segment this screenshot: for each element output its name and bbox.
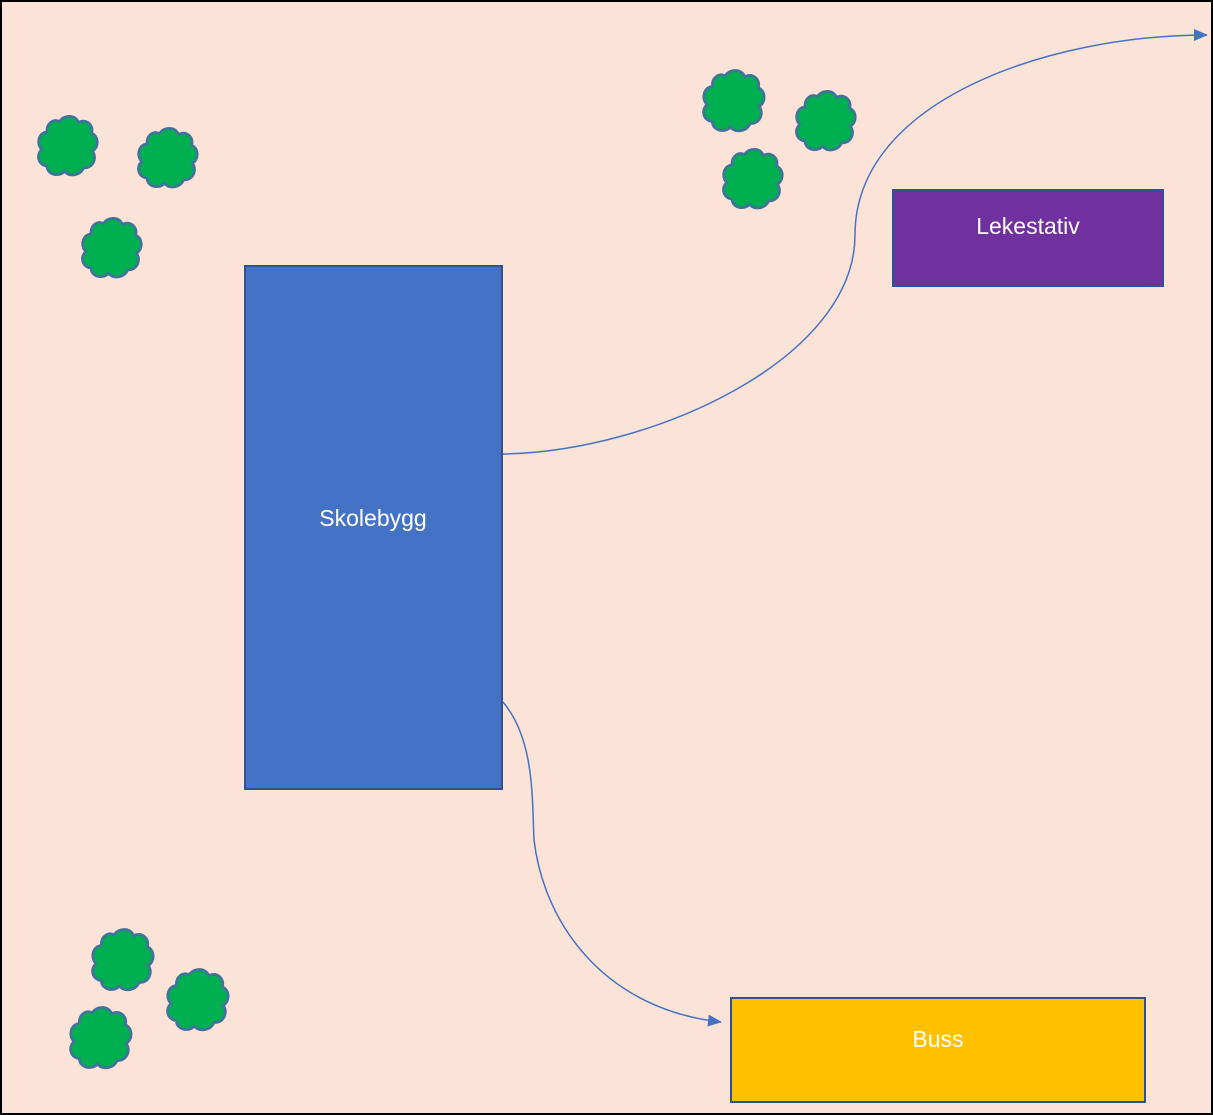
tree-icon: [69, 1006, 133, 1070]
playground-equipment: Lekestativ: [892, 189, 1164, 287]
playground-shape: [892, 189, 1164, 287]
tree-icon: [36, 114, 99, 177]
school-building-label: Skolebygg: [319, 505, 426, 531]
tree-icon: [136, 126, 199, 189]
bus-shape: [730, 997, 1146, 1103]
school-building-shape: [244, 265, 503, 790]
tree-icon: [702, 69, 766, 133]
tree-icon: [166, 968, 230, 1032]
playground-label: Lekestativ: [976, 213, 1080, 239]
bus-label: Buss: [912, 1026, 963, 1052]
school-building: Skolebygg: [244, 265, 503, 790]
tree-icon: [80, 216, 143, 279]
path-arrow-to-top-right: [502, 29, 1208, 455]
path-arrow-to-bus: [502, 701, 722, 1027]
tree-icon: [794, 89, 857, 152]
bus-stop: Buss: [730, 997, 1146, 1103]
tree-icon: [91, 928, 155, 992]
tree-icon: [721, 147, 784, 210]
